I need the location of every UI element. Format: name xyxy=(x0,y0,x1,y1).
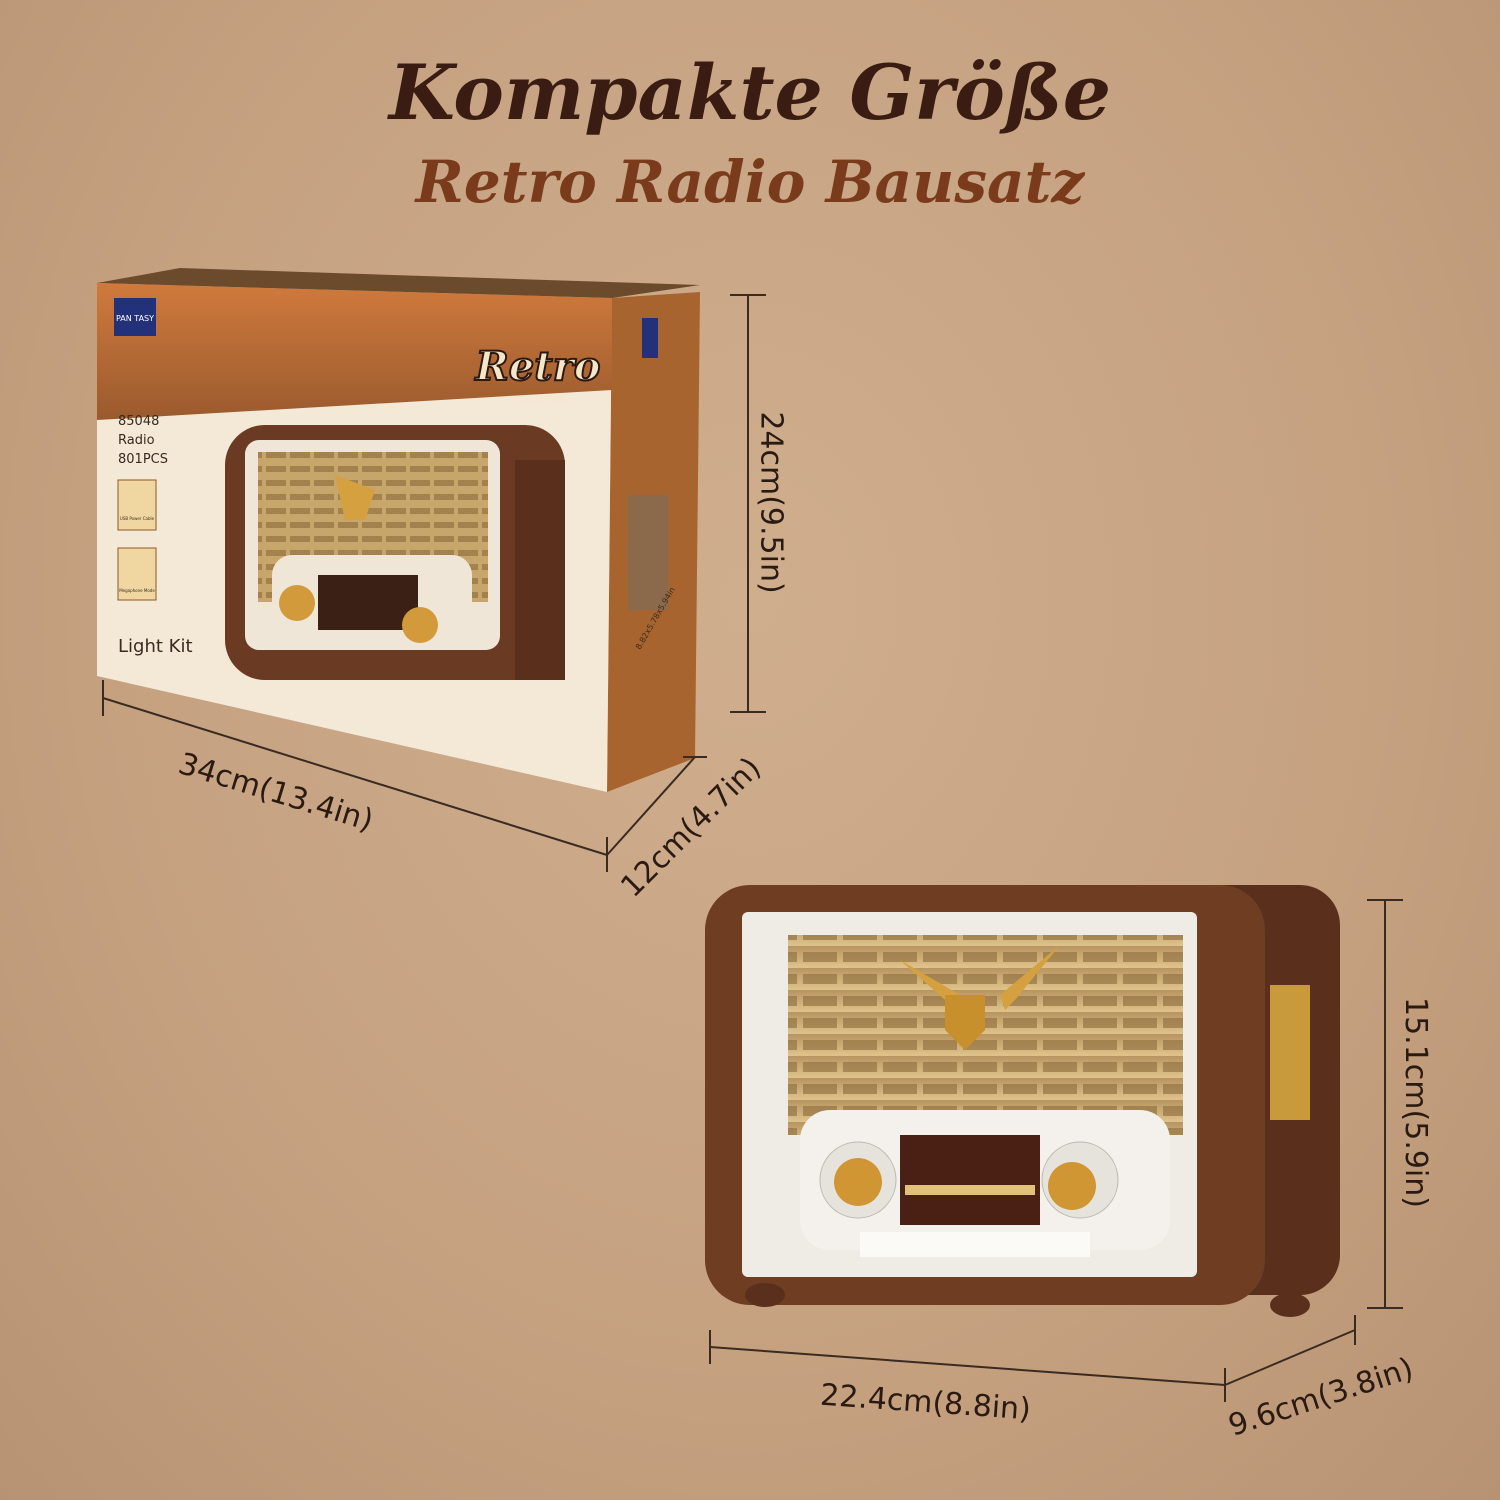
side-vent xyxy=(1270,985,1310,1120)
model-name: Radio xyxy=(118,433,155,448)
piece-count: 801PCS xyxy=(118,452,168,467)
brand-logo xyxy=(114,298,156,336)
radio-height-label: 15.1cm(5.9in) xyxy=(1397,997,1433,1208)
page-title: Kompakte Größe xyxy=(388,48,1112,137)
brand-name: PAN TASY xyxy=(116,314,154,323)
feature-megaphone: Megaphone Mode xyxy=(119,588,155,593)
feature-usb: USB Power Cable xyxy=(120,516,155,521)
box-height-label: 24cm(9.5in) xyxy=(753,411,789,594)
collection-label: COLLECTION xyxy=(515,395,566,404)
page-subtitle: Retro Radio Bausatz xyxy=(415,148,1085,216)
radio-model xyxy=(705,885,1340,1317)
product-box xyxy=(97,268,700,792)
light-kit-label: Light Kit xyxy=(118,636,193,657)
retro-logo: Retro xyxy=(475,343,601,390)
dimension-lines xyxy=(102,294,1403,1402)
model-number: 85048 xyxy=(118,414,159,429)
